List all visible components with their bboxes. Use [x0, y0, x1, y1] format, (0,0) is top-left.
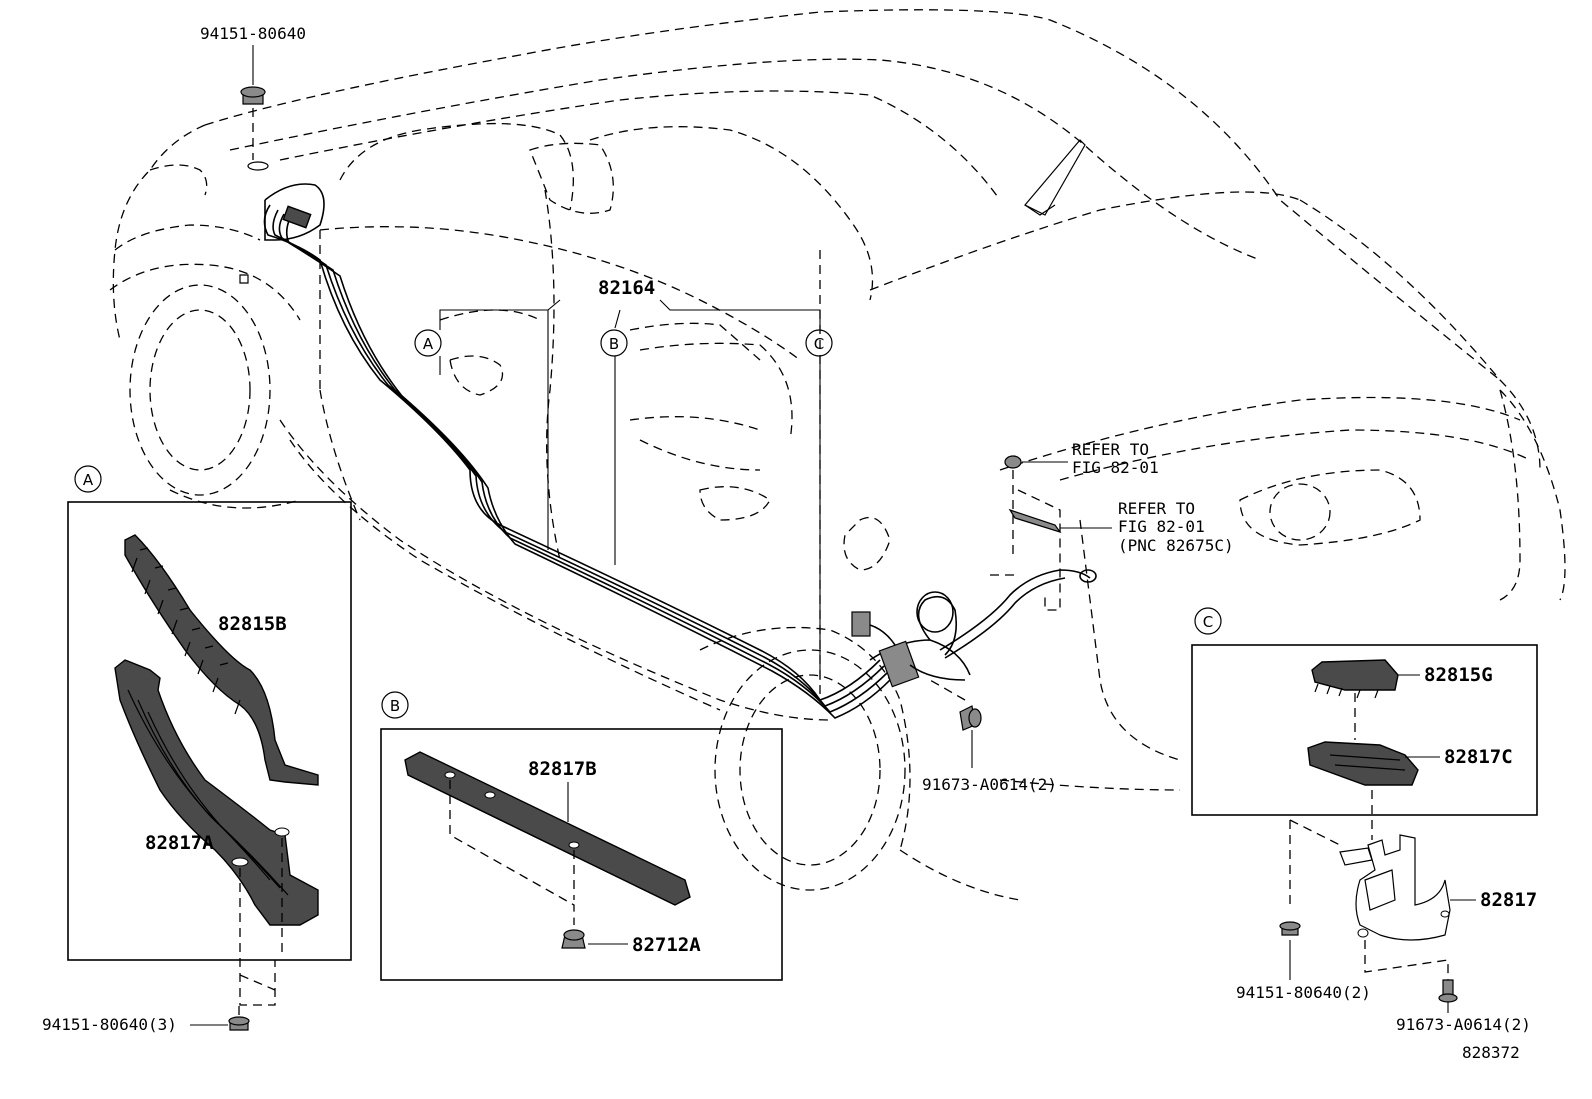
- svg-text:C: C: [1203, 613, 1213, 631]
- protector-82815g-shape: [1311, 659, 1399, 691]
- top-clip-part-number: 94151-80640: [200, 24, 306, 43]
- callout-c-main: C: [805, 329, 833, 357]
- protector-82815b-label: 82815B: [218, 613, 287, 635]
- bracket-82817: 82817: [1289, 819, 1537, 980]
- svg-text:FIG 82-01: FIG 82-01: [1118, 517, 1205, 536]
- svg-text:B: B: [609, 335, 619, 353]
- detail-b: B 82817B 82712A: [380, 691, 783, 981]
- harness-group-callout: 82164: [439, 277, 821, 680]
- right-bolt-callout: 91673-A0614(2): [1396, 979, 1531, 1034]
- svg-text:REFER TO: REFER TO: [1072, 440, 1149, 459]
- callout-a-main: A: [414, 329, 442, 357]
- top-clip-callout: 94151-80640: [200, 24, 306, 171]
- right-clip-callout: 94151-80640(2): [1236, 921, 1371, 1002]
- clip-82712a-label: 82712A: [632, 934, 701, 956]
- svg-text:A: A: [423, 335, 434, 353]
- floor-wire-harness: [263, 204, 1097, 719]
- svg-text:REFER TO: REFER TO: [1118, 499, 1195, 518]
- protector-82817c-shape: [1307, 741, 1419, 786]
- svg-text:B: B: [390, 697, 400, 715]
- svg-text:91673-A0614(2): 91673-A0614(2): [922, 775, 1057, 794]
- svg-text:94151-80640(3): 94151-80640(3): [42, 1015, 177, 1034]
- protector-82815b-shape: [124, 534, 319, 786]
- svg-text:FIG 82-01: FIG 82-01: [1072, 458, 1159, 477]
- svg-text:91673-A0614(2): 91673-A0614(2): [1396, 1015, 1531, 1034]
- protector-82815g-label: 82815G: [1424, 664, 1493, 686]
- center-bolt-callout: 91673-A0614(2): [922, 679, 1057, 794]
- protector-82817b-label: 82817B: [528, 758, 597, 780]
- detail-a: A 82815B 82817A: [67, 465, 352, 1006]
- vehicle-outline: [109, 9, 1566, 901]
- refer-to-callout-1: REFER TO FIG 82-01: [1004, 440, 1159, 560]
- svg-text:(PNC 82675C): (PNC 82675C): [1118, 536, 1234, 555]
- svg-text:C: C: [814, 335, 824, 353]
- refer-to-callout-2: REFER TO FIG 82-01 (PNC 82675C): [990, 489, 1234, 611]
- harness-part-number: 82164: [598, 277, 655, 299]
- bottom-left-clip-callout: 94151-80640(3): [42, 1006, 250, 1034]
- svg-text:A: A: [83, 471, 94, 489]
- callout-b-main: B: [600, 329, 628, 357]
- figure-number: 828372: [1462, 1043, 1520, 1062]
- protector-82817a-shape: [114, 659, 319, 926]
- protector-82817a-label: 82817A: [145, 832, 214, 854]
- detail-c: C 82815G 82817C: [1191, 607, 1538, 840]
- protector-82817c-label: 82817C: [1444, 746, 1513, 768]
- bracket-82817-label: 82817: [1480, 889, 1537, 911]
- svg-text:94151-80640(2): 94151-80640(2): [1236, 983, 1371, 1002]
